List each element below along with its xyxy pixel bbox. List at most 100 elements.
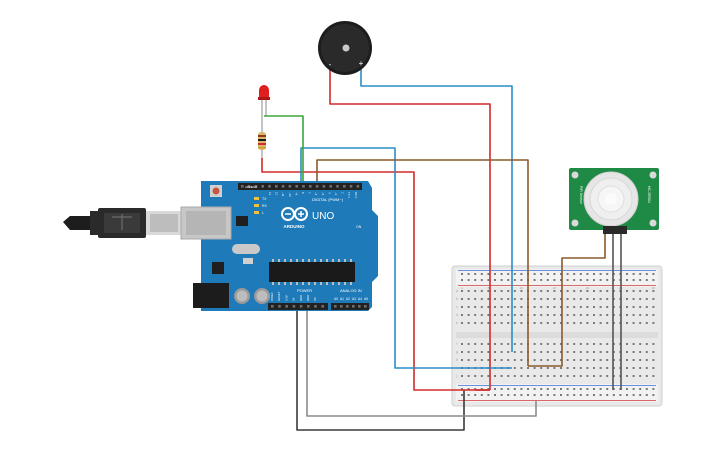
header-pin[interactable] (309, 185, 312, 188)
breadboard-hole[interactable] (639, 351, 642, 353)
breadboard-hole[interactable] (487, 314, 490, 316)
rail-hole[interactable] (540, 394, 543, 396)
breadboard-hole[interactable] (606, 290, 609, 292)
breadboard-hole[interactable] (494, 359, 496, 361)
breadboard-hole[interactable] (474, 359, 477, 361)
breadboard-hole[interactable] (487, 375, 490, 377)
breadboard-hole[interactable] (645, 314, 648, 316)
breadboard-hole[interactable] (579, 314, 582, 316)
breadboard-hole[interactable] (560, 314, 562, 316)
rail-hole[interactable] (553, 388, 556, 390)
breadboard-hole[interactable] (579, 343, 582, 345)
rail-hole[interactable] (527, 394, 529, 396)
breadboard-hole[interactable] (645, 298, 648, 300)
breadboard-hole[interactable] (474, 298, 477, 300)
rail-hole[interactable] (579, 279, 582, 281)
rail-hole[interactable] (560, 394, 562, 396)
breadboard-hole[interactable] (639, 314, 642, 316)
header-pin[interactable] (281, 185, 285, 188)
rail-hole[interactable] (467, 394, 470, 396)
breadboard-hole[interactable] (500, 359, 503, 361)
rail-hole[interactable] (513, 273, 516, 275)
rail-hole[interactable] (533, 394, 536, 396)
breadboard-hole[interactable] (520, 343, 523, 345)
breadboard-hole[interactable] (632, 314, 635, 316)
rail-hole[interactable] (652, 279, 655, 281)
breadboard-hole[interactable] (474, 306, 477, 308)
breadboard-hole[interactable] (639, 359, 642, 361)
breadboard-hole[interactable] (652, 367, 655, 369)
breadboard-hole[interactable] (467, 306, 470, 308)
rail-hole[interactable] (599, 279, 602, 281)
breadboard-hole[interactable] (494, 322, 496, 324)
rail-hole[interactable] (586, 388, 589, 390)
breadboard-hole[interactable] (533, 298, 536, 300)
breadboard-hole[interactable] (487, 298, 490, 300)
rail-hole[interactable] (520, 388, 523, 390)
breadboard-hole[interactable] (520, 359, 523, 361)
breadboard-hole[interactable] (579, 375, 582, 377)
rail-hole[interactable] (626, 394, 628, 396)
rail-hole[interactable] (639, 279, 642, 281)
breadboard-hole[interactable] (645, 351, 648, 353)
breadboard-hole[interactable] (593, 290, 595, 292)
breadboard-hole[interactable] (586, 359, 589, 361)
breadboard-hole[interactable] (513, 298, 516, 300)
wire-pin-brown[interactable] (316, 159, 529, 366)
rail-hole[interactable] (474, 279, 477, 281)
breadboard-hole[interactable] (480, 375, 483, 377)
rail-hole[interactable] (553, 273, 556, 275)
breadboard-hole[interactable] (520, 367, 523, 369)
header-pin[interactable] (275, 185, 278, 188)
breadboard-hole[interactable] (593, 375, 595, 377)
breadboard-hole[interactable] (645, 359, 648, 361)
breadboard-hole[interactable] (461, 359, 463, 361)
wire-buzzer-blue[interactable] (360, 66, 513, 352)
breadboard-hole[interactable] (507, 306, 510, 308)
breadboard-hole[interactable] (652, 351, 655, 353)
resistor[interactable] (258, 116, 266, 158)
rail-hole[interactable] (487, 279, 490, 281)
breadboard-hole[interactable] (507, 351, 510, 353)
breadboard-hole[interactable] (645, 322, 648, 324)
breadboard-hole[interactable] (639, 322, 642, 324)
rail-hole[interactable] (487, 273, 490, 275)
header-pin[interactable] (352, 305, 355, 308)
breadboard-hole[interactable] (540, 343, 543, 345)
breadboard-hole[interactable] (480, 306, 483, 308)
breadboard-hole[interactable] (606, 298, 609, 300)
rail-hole[interactable] (599, 394, 602, 396)
breadboard-hole[interactable] (507, 290, 510, 292)
breadboard-hole[interactable] (513, 322, 516, 324)
header-pin[interactable] (336, 185, 339, 188)
header-pin[interactable] (285, 305, 288, 308)
header-pin[interactable] (364, 305, 367, 308)
breadboard-hole[interactable] (533, 343, 536, 345)
breadboard-hole[interactable] (632, 306, 635, 308)
breadboard-hole[interactable] (645, 375, 648, 377)
breadboard-hole[interactable] (494, 306, 496, 308)
breadboard-hole[interactable] (474, 375, 477, 377)
header-pin[interactable] (321, 305, 324, 308)
rail-hole[interactable] (566, 394, 569, 396)
rail-hole[interactable] (652, 273, 655, 275)
breadboard-hole[interactable] (593, 367, 595, 369)
breadboard-hole[interactable] (566, 351, 569, 353)
breadboard-hole[interactable] (626, 343, 628, 345)
rail-hole[interactable] (474, 394, 477, 396)
buzzer[interactable]: - + (318, 21, 372, 75)
header-pin[interactable] (343, 185, 346, 188)
breadboard-hole[interactable] (546, 351, 549, 353)
rail-hole[interactable] (593, 273, 595, 275)
breadboard-hole[interactable] (540, 375, 543, 377)
breadboard-hole[interactable] (540, 298, 543, 300)
header-pin[interactable] (322, 185, 326, 188)
breadboard-hole[interactable] (513, 343, 516, 345)
rail-hole[interactable] (540, 388, 543, 390)
breadboard-hole[interactable] (533, 290, 536, 292)
rail-hole[interactable] (579, 394, 582, 396)
breadboard-hole[interactable] (507, 314, 510, 316)
breadboard-hole[interactable] (500, 298, 503, 300)
breadboard-hole[interactable] (467, 322, 470, 324)
rail-hole[interactable] (507, 273, 510, 275)
